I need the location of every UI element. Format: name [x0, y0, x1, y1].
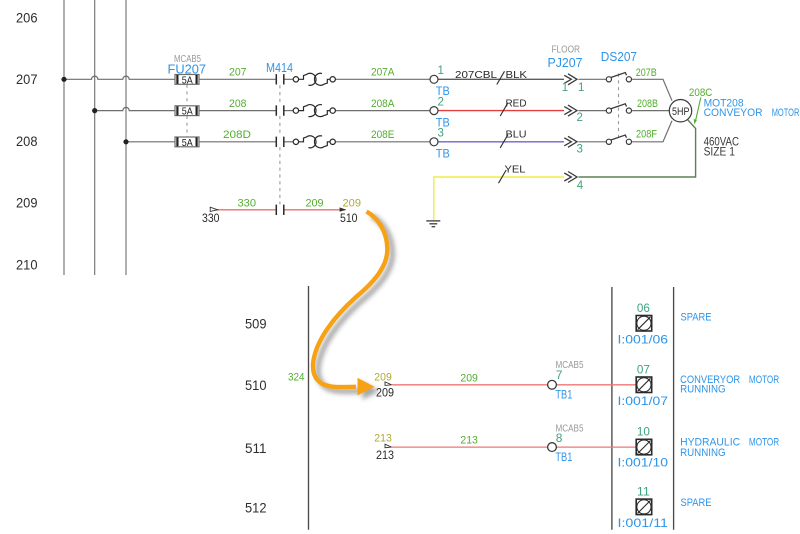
svg-text:BLK: BLK	[506, 69, 528, 81]
svg-text:8: 8	[556, 431, 563, 445]
svg-text:RUNNING: RUNNING	[680, 447, 726, 459]
svg-text:MCAB5: MCAB5	[174, 54, 201, 65]
svg-text:208F: 208F	[636, 129, 657, 141]
svg-text:TB: TB	[436, 84, 450, 98]
svg-text:5HP: 5HP	[672, 106, 690, 118]
svg-text:510: 510	[340, 211, 358, 225]
svg-text:YEL: YEL	[505, 164, 526, 176]
svg-text:06: 06	[637, 301, 650, 315]
svg-text:208: 208	[229, 98, 247, 110]
svg-text:07: 07	[637, 362, 650, 376]
svg-text:RUNNING: RUNNING	[680, 383, 726, 395]
svg-text:10: 10	[637, 425, 650, 439]
svg-text:SPARE: SPARE	[681, 312, 712, 324]
svg-text:207: 207	[229, 67, 247, 79]
svg-text:209: 209	[376, 386, 394, 400]
svg-text:208E: 208E	[371, 129, 395, 141]
svg-text:207: 207	[16, 72, 38, 87]
svg-text:I:001/10: I:001/10	[618, 455, 669, 469]
svg-text:FU207: FU207	[168, 61, 207, 76]
svg-text:213: 213	[460, 435, 478, 447]
svg-text:MOTOR: MOTOR	[749, 436, 779, 448]
svg-text:SIZE 1: SIZE 1	[704, 144, 736, 158]
svg-text:1: 1	[438, 65, 444, 77]
svg-text:DS207: DS207	[601, 49, 637, 64]
svg-text:210: 210	[16, 257, 38, 272]
svg-text:MOT208: MOT208	[704, 97, 744, 109]
svg-text:207A: 207A	[371, 67, 395, 79]
svg-text:BLU: BLU	[506, 129, 527, 141]
svg-text:1: 1	[562, 82, 568, 94]
svg-text:511: 511	[245, 441, 267, 456]
svg-text:207CBL: 207CBL	[455, 69, 497, 81]
svg-text:TB: TB	[436, 115, 450, 129]
svg-text:330: 330	[202, 211, 220, 225]
svg-text:I:001/06: I:001/06	[618, 333, 669, 347]
svg-text:330: 330	[238, 197, 257, 209]
svg-text:206: 206	[16, 10, 38, 25]
svg-text:SPARE: SPARE	[681, 497, 712, 509]
svg-text:PJ207: PJ207	[548, 55, 583, 70]
svg-text:M414: M414	[266, 60, 293, 75]
svg-text:HYDRAULIC: HYDRAULIC	[680, 436, 740, 448]
svg-text:213: 213	[376, 448, 394, 462]
svg-text:209: 209	[343, 197, 362, 209]
svg-text:5A: 5A	[182, 74, 193, 86]
svg-text:208C: 208C	[689, 87, 713, 99]
svg-text:208B: 208B	[637, 98, 658, 110]
svg-text:213: 213	[374, 432, 392, 444]
svg-text:209: 209	[460, 372, 478, 384]
svg-text:MOTOR: MOTOR	[749, 374, 779, 386]
svg-text:5A: 5A	[182, 106, 193, 118]
svg-text:509: 509	[245, 317, 267, 332]
svg-text:MOTOR: MOTOR	[772, 107, 800, 119]
svg-text:208D: 208D	[223, 129, 251, 141]
svg-text:TB1: TB1	[555, 450, 572, 464]
svg-text:510: 510	[245, 378, 267, 393]
svg-text:1: 1	[578, 82, 584, 94]
svg-text:512: 512	[245, 500, 267, 515]
svg-text:209: 209	[306, 197, 324, 209]
svg-text:I:001/07: I:001/07	[618, 394, 669, 408]
svg-text:MCAB5: MCAB5	[556, 360, 584, 371]
svg-text:MCAB5: MCAB5	[556, 424, 584, 435]
svg-text:209: 209	[16, 196, 38, 211]
svg-text:4: 4	[577, 180, 584, 192]
svg-text:TB: TB	[436, 147, 450, 161]
svg-text:209: 209	[374, 371, 392, 383]
svg-text:CONVERYOR: CONVERYOR	[680, 374, 740, 386]
svg-text:TB1: TB1	[555, 388, 572, 402]
svg-text:3: 3	[577, 143, 583, 155]
svg-text:5A: 5A	[182, 137, 193, 149]
svg-text:207B: 207B	[636, 67, 657, 79]
svg-text:11: 11	[637, 485, 650, 499]
svg-text:CONVEYOR: CONVEYOR	[704, 107, 763, 119]
svg-text:RED: RED	[506, 97, 527, 109]
svg-text:208A: 208A	[371, 98, 395, 110]
svg-text:I:001/11: I:001/11	[618, 516, 669, 530]
svg-text:3: 3	[438, 128, 444, 140]
svg-text:208: 208	[16, 134, 38, 149]
svg-text:2: 2	[577, 112, 583, 124]
svg-text:FLOOR: FLOOR	[552, 45, 581, 56]
svg-text:324: 324	[288, 372, 305, 384]
svg-text:2: 2	[438, 96, 444, 108]
svg-text:7: 7	[556, 368, 563, 382]
svg-text:460VAC: 460VAC	[704, 134, 740, 148]
